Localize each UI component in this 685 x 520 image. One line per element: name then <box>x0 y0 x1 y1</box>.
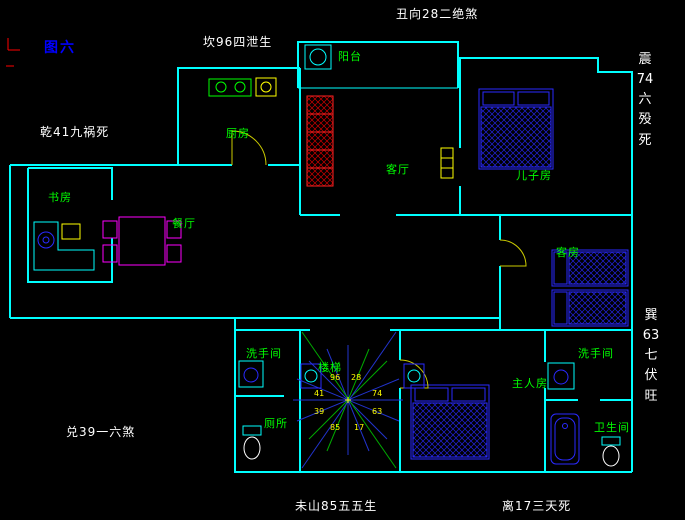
annotation-zhen: 震 74 六 殁 死 <box>636 52 654 148</box>
room-label-washroom-2: 洗手间 <box>578 347 614 360</box>
toilet-2 <box>601 436 621 467</box>
desk-chair <box>61 223 81 240</box>
compass-center-mark <box>345 397 351 403</box>
door-leaf <box>440 147 454 179</box>
washing-machine <box>304 44 332 70</box>
room-label-dining: 餐厅 <box>172 217 196 230</box>
annotation-chou-direction: 丑向28二绝煞 <box>396 7 479 21</box>
figure-title: 图六 <box>44 40 76 56</box>
annotation-qian: 乾41九祸死 <box>40 125 110 139</box>
compass-number-39: 39 <box>314 407 325 416</box>
annotation-dui: 兑39一六煞 <box>66 425 136 439</box>
stove <box>208 78 252 97</box>
room-label-kitchen: 厨房 <box>226 127 250 140</box>
room-label-living-room: 客厅 <box>386 163 410 176</box>
annotation-li: 离17三天死 <box>502 499 572 513</box>
computer <box>37 231 55 249</box>
bathtub <box>550 413 580 465</box>
annotation-wei-mountain: 未山85五五生 <box>295 499 378 513</box>
bed-guest-1 <box>551 249 629 287</box>
compass-number-85: 85 <box>330 423 341 432</box>
room-label-toilet: 厕所 <box>264 417 288 430</box>
room-label-guest-room: 客房 <box>556 246 580 259</box>
annotation-xun: 巽 63 七 伏 旺 <box>642 308 660 404</box>
room-label-bathroom: 卫生间 <box>594 421 630 434</box>
room-label-study: 书房 <box>48 191 72 204</box>
compass-number-41: 41 <box>314 389 325 398</box>
ucs-icon <box>6 38 20 67</box>
washbasin-1 <box>238 360 264 388</box>
compass-number-74: 74 <box>372 389 383 398</box>
bed-son <box>478 88 554 170</box>
compass-number-28: 28 <box>351 373 362 382</box>
study-desk <box>33 221 95 271</box>
room-label-washroom-1: 洗手间 <box>246 347 282 360</box>
compass-number-96: 96 <box>330 373 341 382</box>
kitchen-sink <box>255 77 277 97</box>
walls <box>9 41 633 473</box>
bed-master <box>410 384 490 460</box>
sink-right <box>403 363 425 389</box>
room-label-stairs: 楼梯 <box>318 361 342 374</box>
compass-number-63: 63 <box>372 407 383 416</box>
toilet-1 <box>242 425 262 460</box>
room-label-son-bedroom: 儿子房 <box>516 169 552 182</box>
annotation-kan: 坎96四泄生 <box>203 35 273 49</box>
dining-set <box>102 216 182 266</box>
door-arcs <box>231 130 527 389</box>
sofa <box>306 95 334 187</box>
room-label-master-bedroom: 主人房 <box>512 377 548 390</box>
bed-guest-2 <box>551 289 629 327</box>
room-label-balcony: 阳台 <box>338 50 362 63</box>
sink-left <box>300 363 322 389</box>
washbasin-2 <box>547 362 575 390</box>
compass-number-17: 17 <box>354 423 365 432</box>
